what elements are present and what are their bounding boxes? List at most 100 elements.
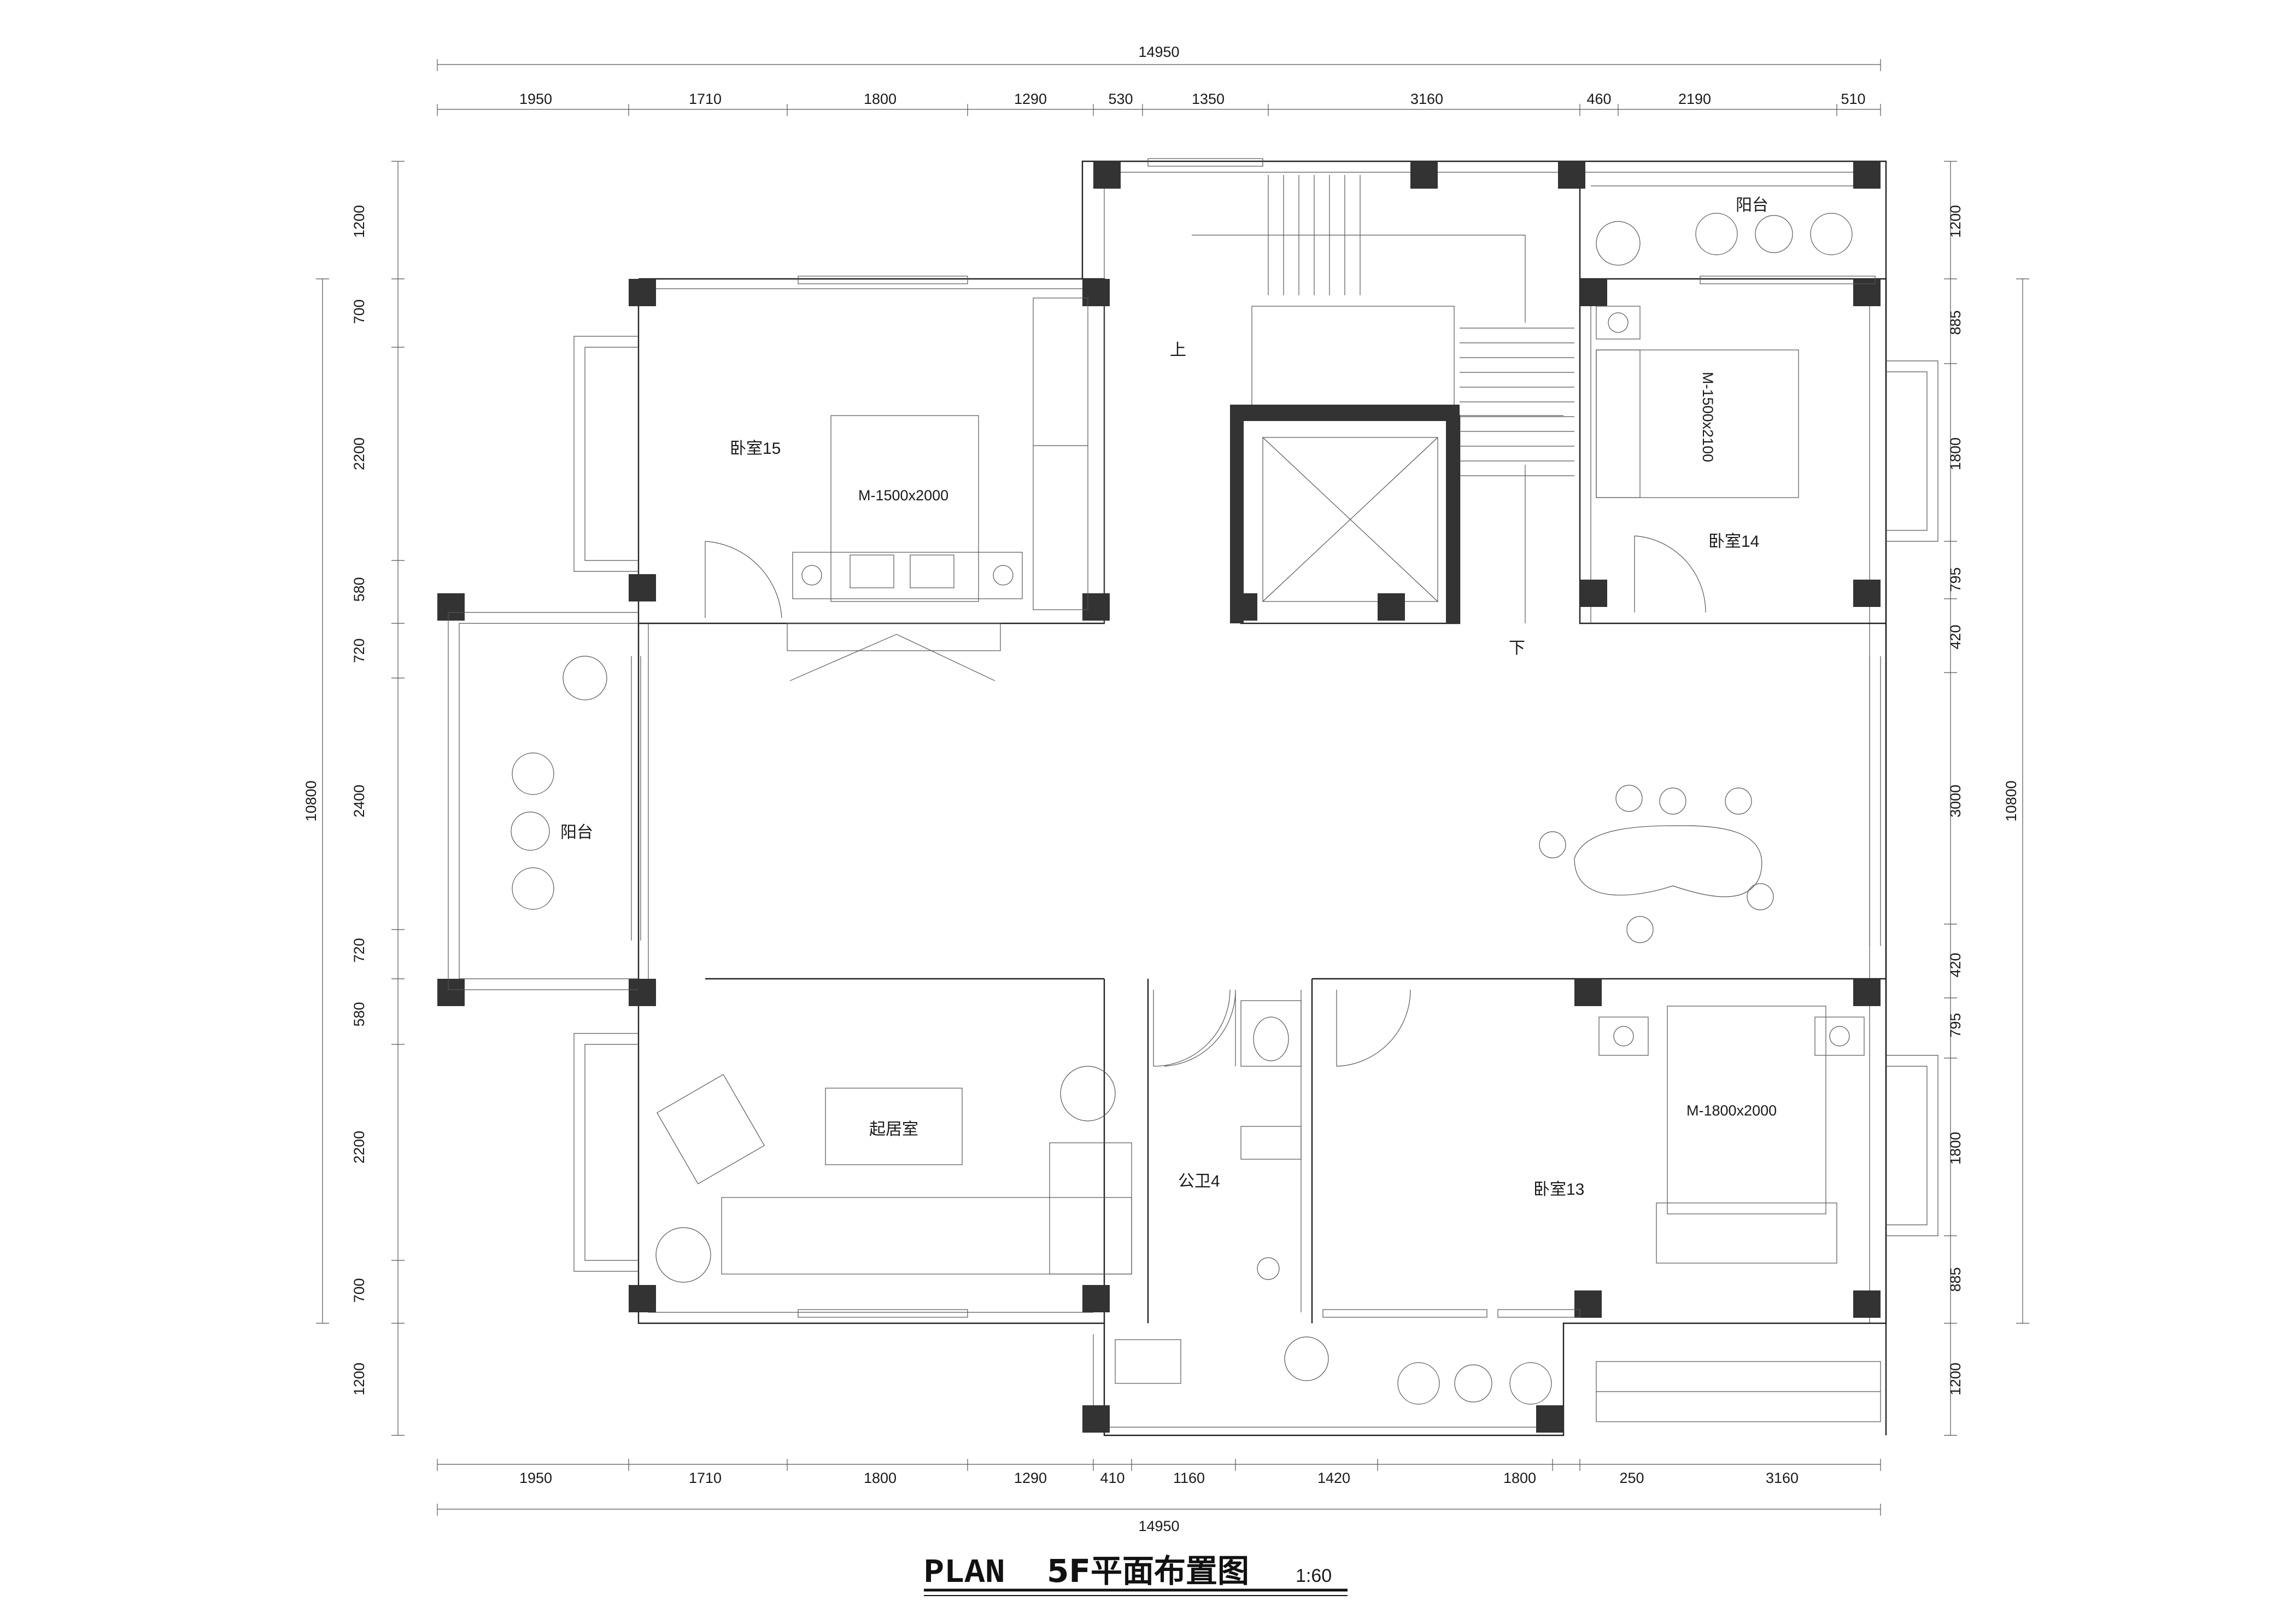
column bbox=[629, 1285, 656, 1312]
column bbox=[1853, 979, 1881, 1006]
drawing-title: PLAN 5F平面布置图 1:60 bbox=[924, 1552, 1348, 1596]
column bbox=[1082, 593, 1110, 621]
doors bbox=[705, 535, 1706, 1067]
left-dim-6: 2400 bbox=[351, 785, 367, 817]
left-dim-1: 1200 bbox=[351, 205, 367, 238]
bottom-dim-7: 1420 bbox=[1317, 1470, 1350, 1486]
column bbox=[629, 279, 656, 306]
right-dim-7: 420 bbox=[1947, 953, 1964, 977]
right-dimension-chain: 1200 885 1800 795 420 3000 420 795 1800 … bbox=[1944, 161, 2029, 1436]
bottom-dim-8: 1800 bbox=[1503, 1470, 1536, 1486]
column bbox=[1093, 161, 1121, 189]
room-label-bedroom13: 卧室13 bbox=[1533, 1181, 1584, 1199]
furniture bbox=[511, 213, 1865, 1405]
bottom-dim-1: 1950 bbox=[519, 1470, 552, 1486]
column bbox=[1410, 161, 1438, 189]
tea-table bbox=[1574, 825, 1762, 897]
bottom-dim-2: 1710 bbox=[689, 1470, 722, 1486]
bed-15 bbox=[830, 415, 979, 602]
room-label-bedroom14: 卧室14 bbox=[1708, 533, 1759, 551]
right-dim-4: 795 bbox=[1947, 567, 1964, 592]
left-dim-4: 580 bbox=[351, 577, 367, 601]
top-dim-2: 1710 bbox=[689, 91, 722, 107]
column bbox=[1082, 1285, 1110, 1312]
column bbox=[437, 979, 465, 1006]
top-dim-1: 1950 bbox=[519, 91, 552, 107]
right-dim-6: 3000 bbox=[1947, 785, 1964, 817]
column bbox=[1536, 1405, 1563, 1433]
column bbox=[629, 574, 656, 601]
room-label-living: 起居室 bbox=[869, 1120, 918, 1138]
plant-icon bbox=[563, 656, 607, 700]
column bbox=[437, 593, 465, 621]
coffee-table bbox=[825, 1088, 963, 1165]
walls bbox=[637, 160, 1887, 1436]
bed-size-bedroom14: M-1500x2100 bbox=[1700, 372, 1716, 462]
bottom-dimension-chain: 1950 1710 1800 1290 410 1160 1420 1800 2… bbox=[437, 1459, 1881, 1534]
column bbox=[1574, 1290, 1602, 1318]
right-dim-3: 1800 bbox=[1947, 437, 1964, 470]
left-dim-5: 720 bbox=[351, 638, 367, 663]
left-dim-3: 2200 bbox=[351, 437, 367, 470]
structural-columns bbox=[437, 161, 1881, 1433]
column bbox=[1853, 580, 1881, 607]
right-dim-8: 795 bbox=[1947, 1013, 1964, 1037]
bed-size-bedroom13: M-1800x2000 bbox=[1686, 1102, 1777, 1119]
left-balcony bbox=[448, 612, 641, 990]
room-label-balcony-top: 阳台 bbox=[1736, 196, 1768, 214]
bottom-dim-9: 250 bbox=[1619, 1470, 1644, 1486]
column bbox=[1558, 161, 1585, 189]
bottom-dim-10: 3160 bbox=[1766, 1470, 1799, 1486]
sofa bbox=[721, 1197, 1132, 1275]
column bbox=[1853, 161, 1881, 189]
bed-size-bedroom15: M-1500x2000 bbox=[858, 487, 948, 504]
left-total-dimension: 10800 bbox=[303, 780, 319, 821]
room-label-bedroom15: 卧室15 bbox=[730, 440, 781, 458]
left-dim-7: 720 bbox=[351, 938, 367, 962]
column bbox=[1853, 1290, 1881, 1318]
column bbox=[1580, 279, 1607, 306]
left-dimension-chain: 10800 1200 700 2200 580 720 2400 720 580… bbox=[303, 161, 405, 1436]
bottom-dim-6: 1160 bbox=[1173, 1470, 1205, 1486]
top-total-dimension: 14950 bbox=[1138, 44, 1179, 60]
title-name: 5F平面布置图 bbox=[1047, 1552, 1249, 1590]
top-dim-5: 530 bbox=[1108, 91, 1133, 107]
bottom-dim-3: 1800 bbox=[864, 1470, 897, 1486]
top-dim-3: 1800 bbox=[864, 91, 897, 107]
plant-icon bbox=[1284, 1336, 1329, 1381]
top-dim-9: 2190 bbox=[1678, 91, 1711, 107]
top-dim-8: 460 bbox=[1586, 91, 1611, 107]
right-dim-1: 1200 bbox=[1947, 205, 1964, 238]
title-prefix: PLAN bbox=[924, 1553, 1005, 1592]
elevator-wall bbox=[1446, 405, 1460, 623]
column bbox=[1082, 279, 1110, 306]
bottom-dim-4: 1290 bbox=[1014, 1470, 1047, 1486]
right-dim-11: 1200 bbox=[1947, 1363, 1964, 1395]
bottom-dim-5: 410 bbox=[1100, 1470, 1124, 1486]
column bbox=[629, 979, 656, 1006]
left-dim-2: 700 bbox=[351, 299, 367, 324]
room-label-wc: 公卫4 bbox=[1178, 1172, 1220, 1190]
column bbox=[1574, 979, 1602, 1006]
bottom-total-dimension: 14950 bbox=[1138, 1518, 1179, 1534]
left-dim-10: 700 bbox=[351, 1278, 367, 1302]
top-dimension-chain: 14950 1950 1710 1800 1290 530 1350 3160 … bbox=[437, 44, 1881, 116]
column bbox=[1580, 580, 1607, 607]
title-scale: 1:60 bbox=[1296, 1565, 1332, 1586]
column bbox=[1378, 593, 1405, 621]
stair-down-label: 下 bbox=[1509, 639, 1525, 657]
windows bbox=[573, 158, 1938, 1318]
top-dim-4: 1290 bbox=[1014, 91, 1047, 107]
elevator-wall bbox=[1230, 405, 1460, 421]
right-total-dimension: 10800 bbox=[2003, 780, 2019, 821]
column bbox=[1082, 1405, 1110, 1433]
plant-icon bbox=[1596, 221, 1641, 266]
right-dim-5: 420 bbox=[1947, 624, 1964, 649]
right-dim-2: 885 bbox=[1947, 310, 1964, 335]
left-dim-9: 2200 bbox=[351, 1131, 367, 1164]
top-dim-10: 510 bbox=[1841, 91, 1865, 107]
elevator-wall bbox=[1230, 405, 1244, 623]
left-dim-8: 580 bbox=[351, 1002, 367, 1026]
column bbox=[1853, 279, 1881, 306]
